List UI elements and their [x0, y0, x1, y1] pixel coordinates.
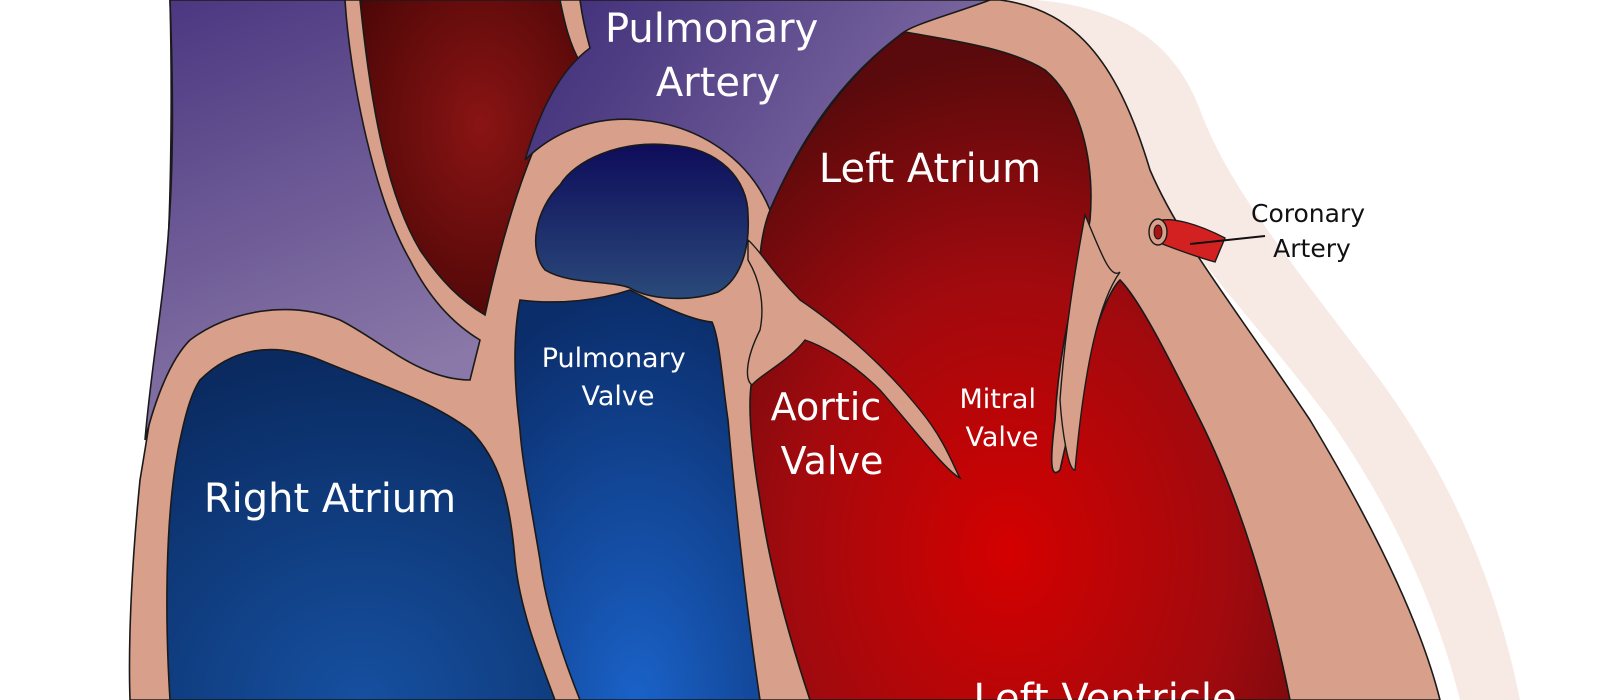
- pulmonary-valve-label-line2: Valve: [581, 381, 654, 412]
- pulmonary-artery-label-line2: Artery: [656, 60, 780, 106]
- coronary-artery-leader-line: [1189, 235, 1266, 245]
- coronary-artery-label-line2: Artery: [1273, 234, 1351, 263]
- coronary-artery-label-line1: Coronary: [1251, 199, 1365, 228]
- aortic-valve-label-line1: Aortic: [771, 385, 882, 429]
- mitral-valve-label-line2: Valve: [965, 422, 1038, 453]
- pulmonary-artery-label-line1: Pulmonary: [605, 6, 818, 52]
- coronary-artery-vessel: [1148, 218, 1266, 263]
- left-ventricle-label: Left Ventricle: [973, 676, 1236, 700]
- aortic-valve-tissue: [746, 238, 962, 480]
- pulmonary-artery-label: Pulmonary Artery: [605, 6, 831, 106]
- right-ventricle-chamber: [514, 289, 761, 700]
- mitral-valve-label: Mitral Valve: [959, 384, 1044, 453]
- superior-vena-cava: [144, 0, 481, 441]
- right-atrium-chamber: [166, 348, 556, 700]
- outer-glow: [960, 0, 1520, 700]
- aortic-valve-label-line2: Valve: [781, 439, 884, 483]
- right-atrium-label: Right Atrium: [204, 476, 456, 522]
- pulmonary-valve-label: Pulmonary Valve: [542, 343, 695, 412]
- mitral-valve-label-line1: Mitral: [959, 384, 1036, 415]
- pulmonary-artery-lumen: [534, 143, 750, 300]
- mitral-valve-leaflet: [1059, 212, 1121, 471]
- left-atrium-label: Left Atrium: [819, 146, 1041, 192]
- coronary-artery-label: Coronary Artery: [1251, 199, 1373, 263]
- aortic-valve-label: Aortic Valve: [771, 385, 894, 483]
- pulmonary-valve-label-line1: Pulmonary: [542, 343, 686, 374]
